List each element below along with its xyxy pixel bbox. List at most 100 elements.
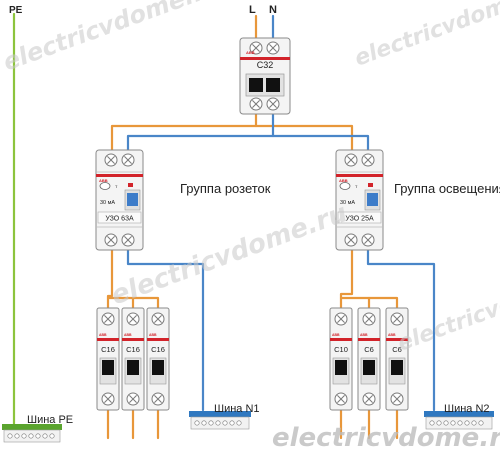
abb-stripe — [358, 338, 380, 341]
bus-screw-icon — [429, 420, 435, 426]
brand-label: ABB — [124, 333, 132, 337]
toggle-handle — [127, 360, 139, 375]
breaker-socket-1: ABB C16 — [96, 307, 120, 411]
rcd2-bridge-wire — [339, 296, 399, 312]
brand-label: ABB — [99, 333, 107, 337]
toggle-handle — [367, 193, 378, 206]
bus-screw-icon — [471, 420, 477, 426]
screw-icon — [390, 312, 404, 326]
toggle-handle — [249, 78, 263, 92]
screw-icon — [126, 312, 140, 326]
screw-icon — [101, 392, 115, 406]
phase-label: L — [249, 4, 256, 16]
abb-stripe — [386, 338, 408, 341]
main-breaker-rating-label: C32 — [257, 60, 274, 70]
bus-screw-icon — [436, 420, 442, 426]
toggle-handle — [335, 360, 347, 375]
screw-icon — [266, 41, 280, 55]
test-label: T — [115, 184, 118, 189]
brand-label: ABB — [339, 178, 348, 183]
bus-n1-label: Шина N1 — [214, 403, 260, 415]
rcd-rating-label: УЗО 25А — [345, 216, 374, 223]
abb-stripe — [330, 338, 352, 341]
bus-screw-icon — [208, 420, 214, 426]
watermark-bottom: electricvdome.ru — [272, 423, 500, 453]
indicator-icon — [128, 183, 133, 187]
screw-icon — [104, 153, 118, 167]
bus-screw-icon — [464, 420, 470, 426]
bus-screw-icon — [457, 420, 463, 426]
neutral-to-rcd2-wire — [271, 134, 370, 152]
brand-label: ABB — [149, 333, 157, 337]
rcd1-line-out-wire — [106, 248, 114, 312]
brand-label: ABB — [388, 333, 396, 337]
screw-icon — [249, 41, 263, 55]
bus-screw-icon — [35, 433, 41, 439]
screw-icon — [249, 97, 263, 111]
abb-stripe — [147, 338, 169, 341]
toggle-handle — [363, 360, 375, 375]
bus-screw-icon — [229, 420, 235, 426]
brand-label: ABB — [360, 333, 368, 337]
breaker-rating-label: C16 — [101, 345, 115, 354]
bus-screw-icon — [21, 433, 27, 439]
screw-icon — [334, 312, 348, 326]
abb-stripe — [336, 174, 383, 177]
rcd2-line-out-wire — [339, 248, 354, 312]
screw-icon — [101, 312, 115, 326]
brand-label: ABB — [332, 333, 340, 337]
screw-icon — [151, 312, 165, 326]
abb-stripe — [122, 338, 144, 341]
bus-screw-icon — [222, 420, 228, 426]
abb-stripe — [97, 338, 119, 341]
screw-icon — [334, 392, 348, 406]
bus-screw-icon — [28, 433, 34, 439]
group-lighting-label: Группа освещения — [394, 181, 500, 196]
bus-screw-icon — [236, 420, 242, 426]
breaker-rating-label: C10 — [334, 345, 348, 354]
breaker-lighting-1: ABB C10 — [329, 307, 353, 411]
bus-screw-icon — [49, 433, 55, 439]
breaker-socket-3: ABB C16 — [146, 307, 170, 411]
screw-icon — [121, 233, 135, 247]
test-label: T — [355, 184, 358, 189]
toggle-handle — [152, 360, 164, 375]
group-sockets-label: Группа розеток — [180, 181, 271, 196]
bus-n2 — [424, 411, 494, 430]
bus-pe-label: Шина PE — [27, 414, 74, 426]
bus-screw-icon — [215, 420, 221, 426]
neutral-label: N — [269, 4, 277, 16]
screw-icon — [362, 392, 376, 406]
rcd2-neutral-out-wire — [366, 248, 436, 412]
breaker-lighting-2: ABB C6 — [357, 307, 381, 411]
bus-screw-icon — [478, 420, 484, 426]
line-to-rcd1-wire — [110, 110, 258, 152]
bus-pe — [2, 424, 62, 443]
bus-n2-label: Шина N2 — [444, 403, 490, 415]
screw-icon — [361, 153, 375, 167]
screw-icon — [362, 312, 376, 326]
pe-label: PE — [9, 5, 23, 16]
toggle-handle — [127, 193, 138, 206]
breaker-rating-label: C16 — [126, 345, 140, 354]
abb-stripe — [96, 174, 143, 177]
breaker-rating-label: C16 — [151, 345, 165, 354]
brand-label: ABB — [99, 178, 108, 183]
abb-stripe — [240, 57, 290, 60]
screw-icon — [344, 233, 358, 247]
bus-screw-icon — [443, 420, 449, 426]
screw-icon — [104, 233, 118, 247]
breaker-socket-2: ABB C16 — [121, 307, 145, 411]
test-button-icon — [339, 182, 351, 190]
breaker-rating-label: C6 — [364, 345, 374, 354]
rcd1-bridge-wire — [106, 296, 160, 312]
screw-icon — [266, 97, 280, 111]
rcd-sensitivity-label: 30 мА — [100, 200, 115, 206]
toggle-handle — [391, 360, 403, 375]
brand-label: ABB — [246, 50, 255, 55]
bus-screw-icon — [7, 433, 13, 439]
